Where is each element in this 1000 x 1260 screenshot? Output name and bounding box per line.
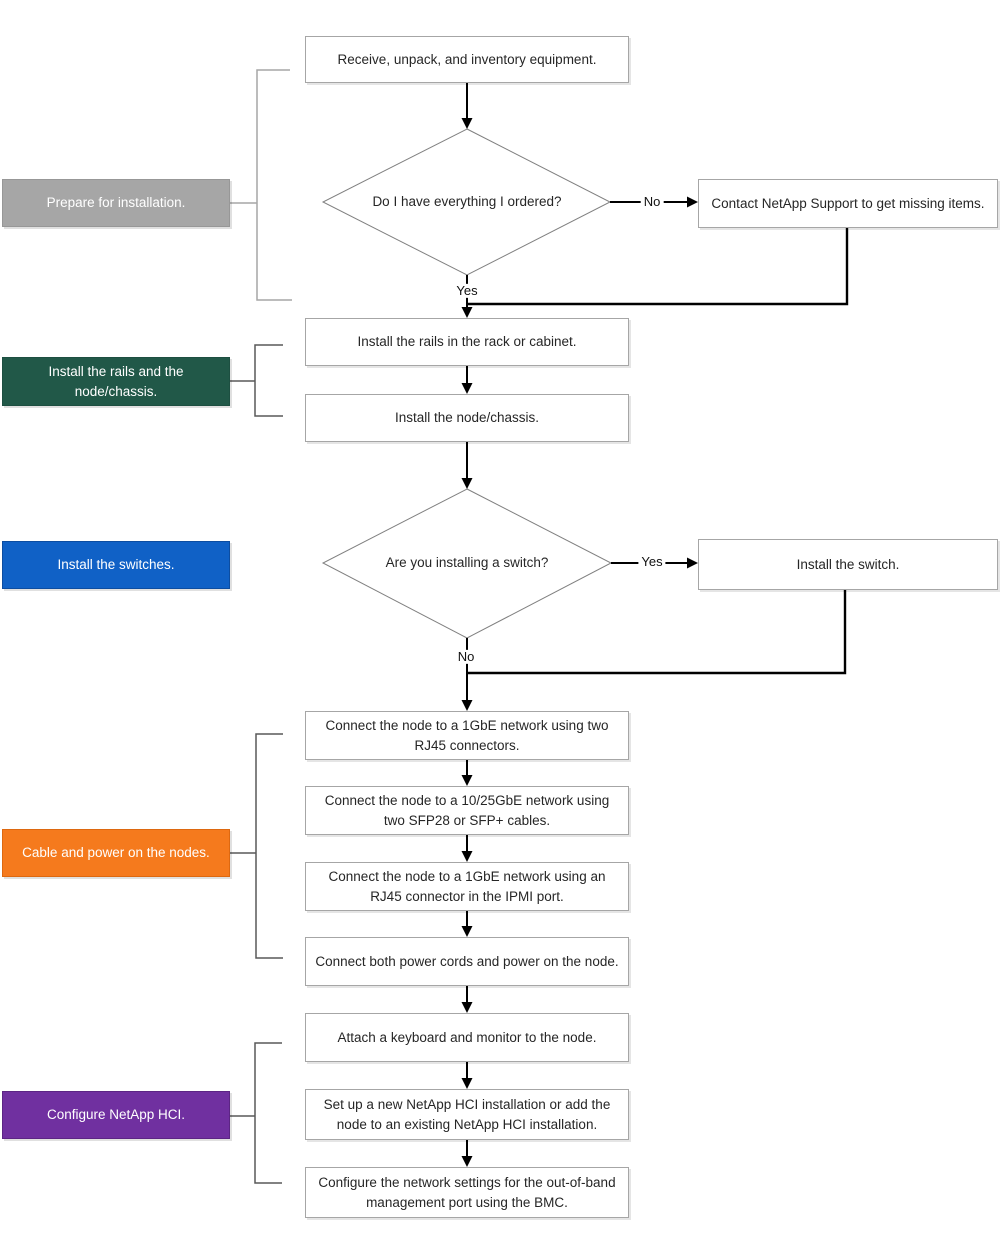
decision-installing-switch: Are you installing a switch? bbox=[385, 555, 549, 571]
arrowhead bbox=[461, 118, 473, 129]
arrowhead bbox=[461, 1078, 473, 1089]
step-connect-1gbe-rj45: Connect the node to a 1GbE network using… bbox=[305, 711, 629, 760]
arrowhead bbox=[461, 478, 473, 489]
arrowhead bbox=[461, 851, 473, 862]
arrowhead bbox=[461, 1156, 473, 1167]
step-connect-1gbe-ipmi: Connect the node to a 1GbE network using… bbox=[305, 862, 629, 911]
edge-switch-merge bbox=[467, 590, 847, 675]
step-install-switch: Install the switch. bbox=[698, 539, 998, 590]
stage-label-prepare: Prepare for installation. bbox=[2, 179, 230, 227]
step-connect-power-cords: Connect both power cords and power on th… bbox=[305, 937, 629, 986]
stage-label-switches: Install the switches. bbox=[2, 541, 230, 589]
stage-label-text: Install the switches. bbox=[57, 557, 175, 573]
stage-label-cable-power: Cable and power on the nodes. bbox=[2, 829, 230, 877]
arrowhead bbox=[461, 307, 473, 318]
stage-label-configure-hci: Configure NetApp HCI. bbox=[2, 1091, 230, 1139]
step-connect-10-25gbe-sfp: Connect the node to a 10/25GbE network u… bbox=[305, 786, 629, 835]
step-setup-netapp-hci: Set up a new NetApp HCI installation or … bbox=[305, 1089, 629, 1140]
decision-have-everything: Do I have everything I ordered? bbox=[372, 194, 562, 210]
step-contact-netapp-support: Contact NetApp Support to get missing it… bbox=[698, 179, 998, 228]
edge-contact-merge bbox=[467, 228, 849, 306]
step-receive-unpack: Receive, unpack, and inventory equipment… bbox=[305, 36, 629, 83]
bracket-rails bbox=[254, 344, 283, 417]
step-attach-keyboard-monitor: Attach a keyboard and monitor to the nod… bbox=[305, 1013, 629, 1062]
bracket-prepare bbox=[256, 69, 292, 301]
edge-label-no-1: No bbox=[640, 194, 664, 210]
stage-label-text: Configure NetApp HCI. bbox=[46, 1107, 186, 1123]
arrowhead bbox=[461, 700, 473, 711]
arrowhead bbox=[687, 196, 698, 208]
edge-label-yes-2: Yes bbox=[638, 554, 666, 570]
step-configure-bmc-network: Configure the network settings for the o… bbox=[305, 1167, 629, 1218]
arrowhead bbox=[461, 1002, 473, 1013]
arrowhead bbox=[461, 926, 473, 937]
stage-label-rails: Install the rails and the node/chassis. bbox=[2, 357, 230, 406]
edge-label-yes-1: Yes bbox=[453, 283, 481, 299]
bracket-cable bbox=[255, 733, 283, 959]
arrowhead bbox=[461, 383, 473, 394]
step-install-node-chassis: Install the node/chassis. bbox=[305, 394, 629, 442]
arrowhead bbox=[461, 775, 473, 786]
stage-label-text: Prepare for installation. bbox=[46, 195, 186, 211]
stage-label-text: Install the rails and the node/chassis. bbox=[48, 364, 184, 399]
bracket-configure bbox=[254, 1042, 282, 1184]
edge-label-no-2: No bbox=[454, 649, 478, 665]
step-install-rails: Install the rails in the rack or cabinet… bbox=[305, 318, 629, 366]
stage-label-text: Cable and power on the nodes. bbox=[22, 845, 210, 861]
arrowhead bbox=[687, 557, 698, 569]
